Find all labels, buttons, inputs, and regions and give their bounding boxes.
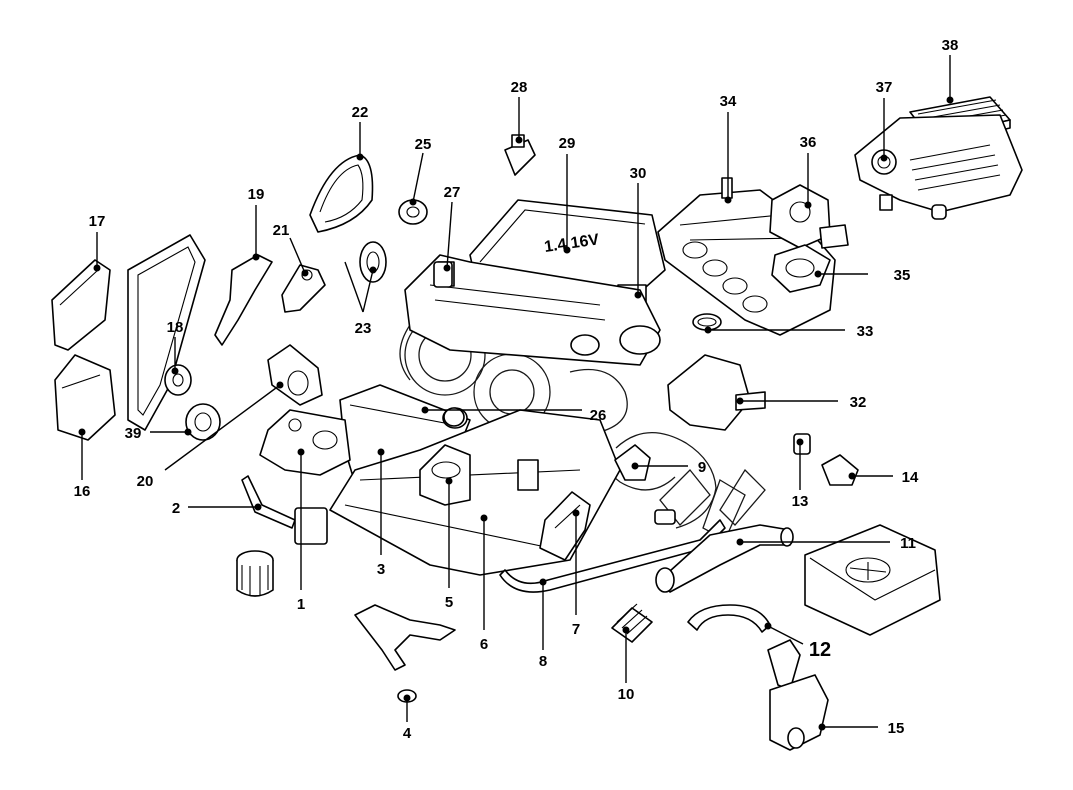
water-pump	[267, 344, 323, 406]
callout-15: 15	[888, 720, 905, 737]
crankshaft-gear	[185, 403, 221, 441]
callout-27: 27	[444, 184, 461, 201]
callout-8: 8	[539, 653, 547, 670]
callout-7: 7	[572, 621, 580, 638]
callout-25: 25	[415, 136, 432, 153]
leader-dots	[78, 96, 954, 731]
callout-18: 18	[167, 319, 184, 336]
timing-belt	[309, 154, 374, 233]
expansion-tank	[804, 524, 941, 636]
rubber-bush	[611, 603, 653, 643]
callout-3: 3	[377, 561, 385, 578]
oil-filter	[236, 550, 274, 597]
callout-22: 22	[352, 104, 369, 121]
oil-filter-bracket	[419, 444, 471, 506]
callout-9: 9	[698, 459, 706, 476]
throttle-gasket-flange	[771, 244, 831, 293]
callout-23: 23	[355, 320, 372, 337]
callout-21: 21	[273, 222, 290, 239]
oil-pipe	[241, 475, 328, 545]
callout-29: 29	[559, 135, 576, 152]
callout-12: 12	[809, 639, 831, 661]
tensioner-pulley	[398, 199, 428, 225]
camshaft-pulley	[359, 241, 387, 283]
belt-cover-bracket	[214, 254, 273, 346]
callout-17: 17	[89, 213, 106, 230]
callout-13: 13	[792, 493, 809, 510]
upper-timing-cover	[51, 259, 111, 351]
callout-33: 33	[857, 323, 874, 340]
water-distributor	[667, 354, 766, 431]
coolant-pipe	[499, 509, 726, 593]
callout-1: 1	[297, 596, 305, 613]
callout-20: 20	[137, 473, 154, 490]
heater-valve-housing	[767, 639, 829, 751]
leader-lines	[81, 55, 951, 728]
callout-6: 6	[480, 636, 488, 653]
callout-32: 32	[850, 394, 867, 411]
camshaft-seal	[443, 407, 465, 427]
throttle-body	[769, 184, 849, 249]
callout-26: 26	[590, 407, 607, 424]
temperature-switch	[821, 454, 859, 486]
callout-11: 11	[900, 535, 916, 552]
temp-sensor-housing	[614, 444, 651, 481]
callout-2: 2	[172, 500, 180, 517]
callout-39: 39	[125, 425, 142, 442]
oil-pump	[259, 409, 351, 476]
water-outlet	[539, 491, 591, 561]
oil-pickup	[354, 604, 456, 703]
coolant-hose	[687, 604, 771, 633]
lower-timing-cover	[54, 354, 116, 441]
callout-36: 36	[800, 134, 817, 151]
callout-4: 4	[403, 725, 412, 742]
callout-37: 37	[876, 79, 893, 96]
callout-10: 10	[618, 686, 635, 703]
callout-30: 30	[630, 165, 647, 182]
callout-34: 34	[720, 93, 737, 110]
callout-14: 14	[902, 469, 919, 486]
callout-labels: 1 2 3 4 5 6 7 8 9 10 11 12 13 14 15 16 1…	[74, 37, 959, 742]
callout-16: 16	[74, 483, 91, 500]
callout-5: 5	[445, 594, 453, 611]
thermostat-housing	[655, 524, 794, 593]
callout-19: 19	[248, 186, 265, 203]
idler-pulley	[164, 364, 192, 396]
callout-38: 38	[942, 37, 959, 54]
callout-28: 28	[511, 79, 528, 96]
callout-35: 35	[894, 267, 911, 284]
tensioner-arm	[281, 264, 326, 313]
engine-cover	[854, 114, 1023, 220]
